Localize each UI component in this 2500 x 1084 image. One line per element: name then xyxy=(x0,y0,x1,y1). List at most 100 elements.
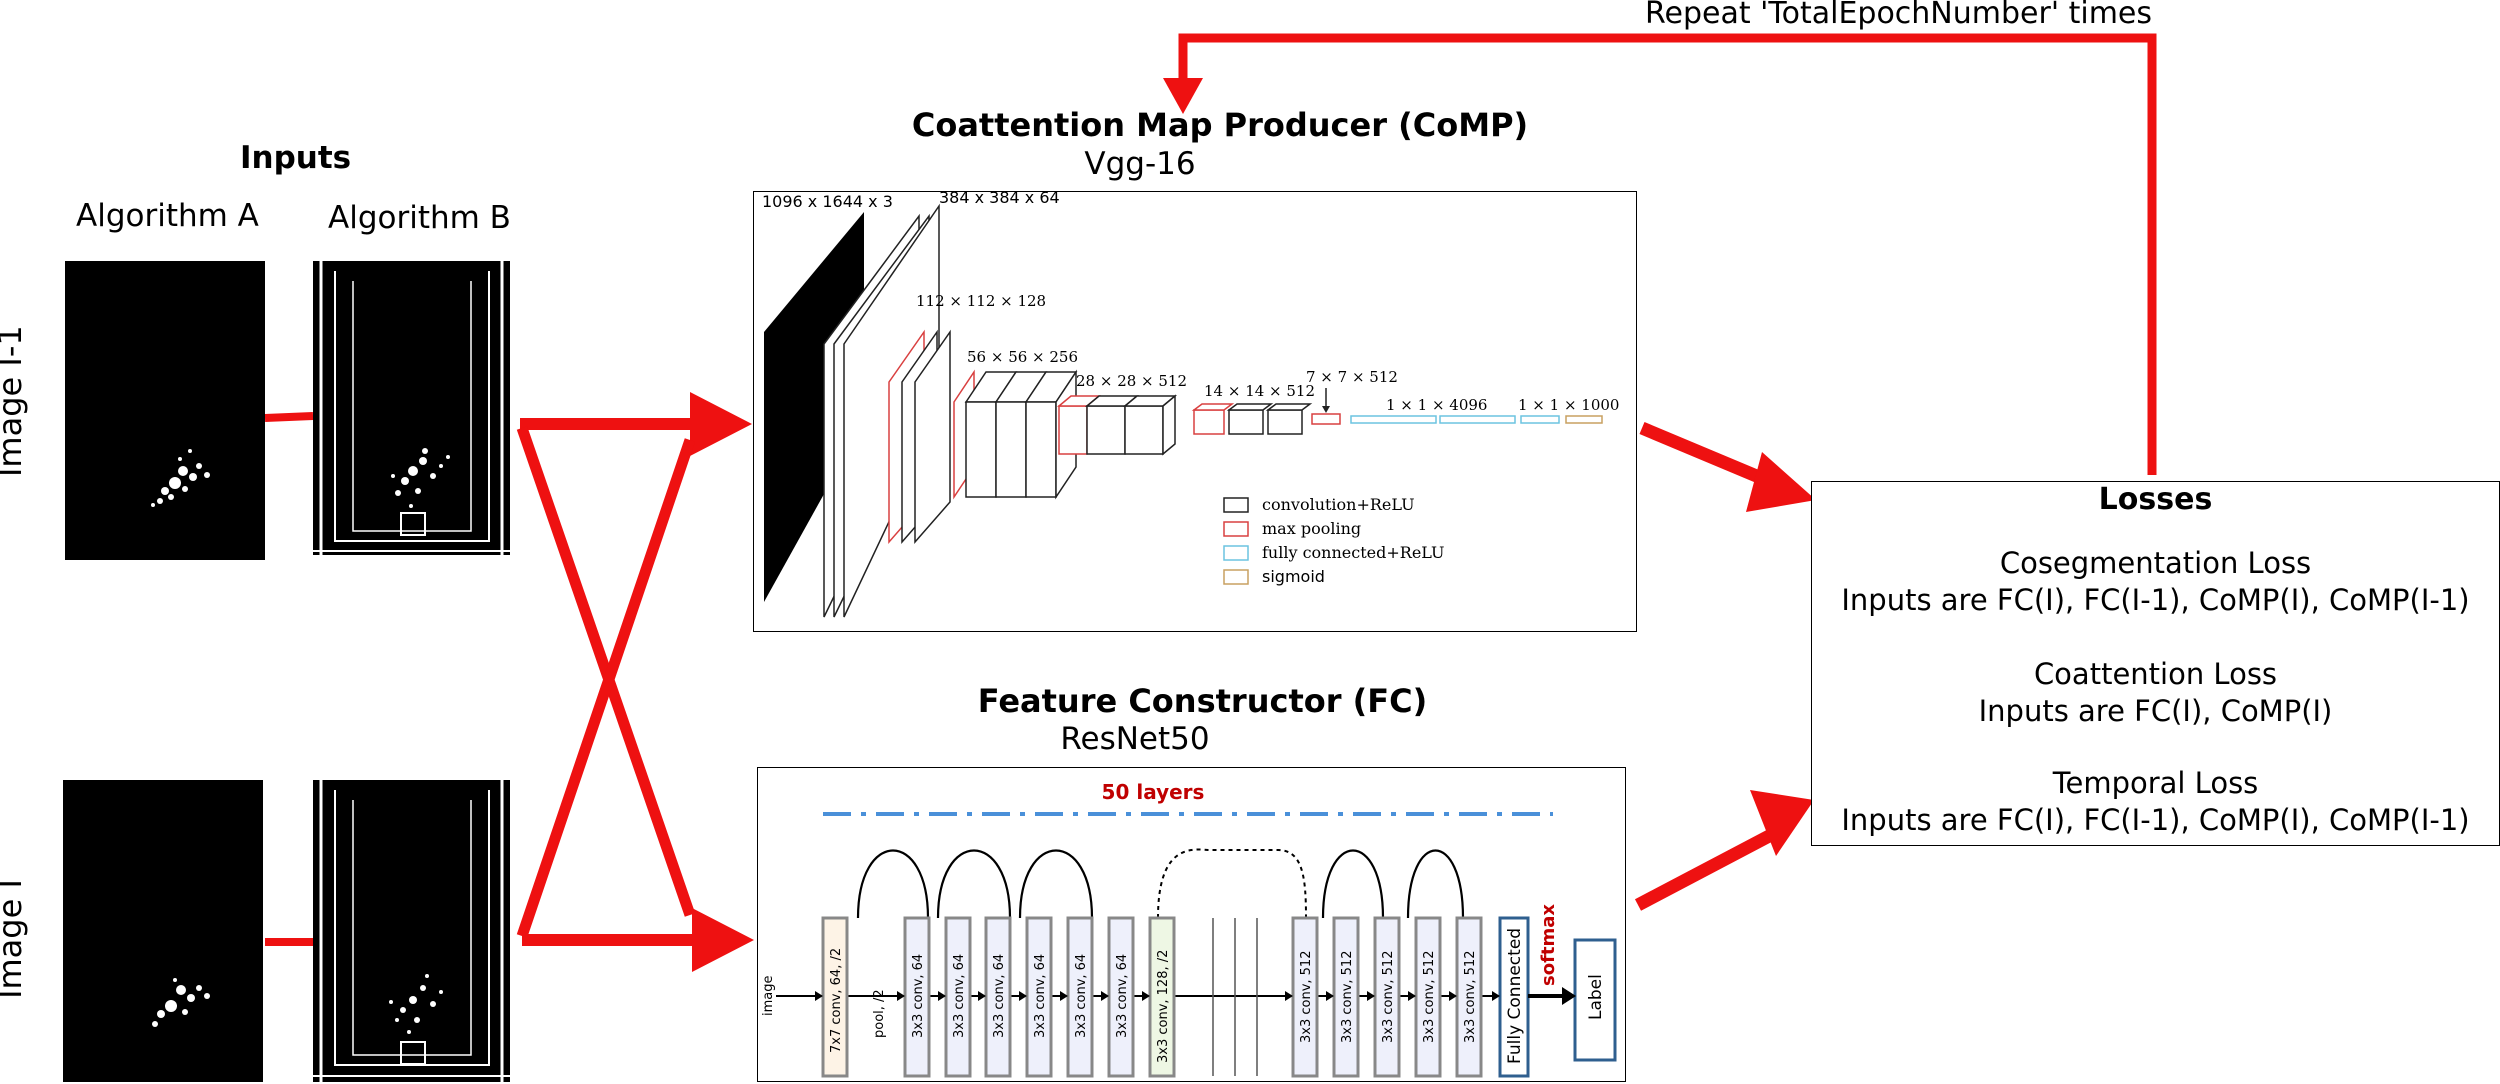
fc-layers-label: 50 layers xyxy=(1101,780,1205,804)
inputs-title: Inputs xyxy=(240,140,352,176)
comp-subtitle: Vgg-16 xyxy=(1084,146,1196,182)
dim-input: 1096 x 1644 x 3 xyxy=(762,192,893,211)
vgg-conv4-side xyxy=(1162,394,1176,456)
vgg-conv3-front-3 xyxy=(1025,401,1057,498)
flow-arrow-14 xyxy=(1492,991,1500,1001)
fc-conv512-label-3: 3x3 conv, 512 xyxy=(1381,951,1396,1043)
fc-conv64-label-4: 3x3 conv, 64 xyxy=(1033,954,1048,1038)
flow-arrow-8 xyxy=(1142,991,1150,1001)
legend-fc-swatch xyxy=(1223,545,1249,561)
fc-conv128-label: 3x3 conv, 128, /2 xyxy=(1156,950,1171,1063)
fc-title: Feature Constructor (FC) xyxy=(977,682,1428,720)
legend-conv-swatch xyxy=(1223,497,1249,513)
cosegmentation-loss-inputs: Inputs are FC(I), FC(I-1), CoMP(I), CoMP… xyxy=(1841,583,2470,617)
flow-arrow-7 xyxy=(1101,991,1109,1001)
fc-conv64-label-1: 3x3 conv, 64 xyxy=(911,954,926,1038)
fc-conv64-box-6 xyxy=(1107,916,1135,1078)
dim-conv5: 14 × 14 × 512 xyxy=(1204,382,1316,400)
dim-pool5: 7 × 7 × 512 xyxy=(1306,368,1398,386)
temporal-loss-inputs: Inputs are FC(I), FC(I-1), CoMP(I), CoMP… xyxy=(1841,803,2470,837)
fc-label-text: Label xyxy=(1586,974,1606,1020)
vgg-conv5-top-2 xyxy=(1265,403,1313,411)
arrow-fc-to-losses xyxy=(1634,819,1794,911)
row-label-image-i-1: Image I-1 xyxy=(0,325,29,477)
fc-first-conv-box xyxy=(821,916,849,1078)
fc-label-box xyxy=(1573,938,1617,1062)
repeat-epoch-label: Repeat 'TotalEpochNumber' times xyxy=(1645,0,2153,31)
fc-conv512-box-3 xyxy=(1373,916,1401,1078)
vgg-fc2-box xyxy=(1520,415,1560,424)
fc-subtitle: ResNet50 xyxy=(1060,721,1210,757)
fc-conv512-box-4 xyxy=(1414,916,1442,1078)
flow-arrow-5 xyxy=(1019,991,1027,1001)
flow-arrow-10 xyxy=(1326,991,1334,1001)
resnet50-architecture: image pool, /2 7x7 conv, 64, /2 3x3 conv… xyxy=(761,812,1617,1078)
arrow-fc-to-losses-head xyxy=(1750,790,1814,856)
plant-frame-b-top xyxy=(313,261,510,555)
skip-arc-1 xyxy=(856,849,930,919)
plant-frame-b-bottom xyxy=(313,780,510,1082)
resnet50-diagram-panel: 50 layers xyxy=(757,767,1626,1082)
arrow-top-to-comp-head xyxy=(690,392,752,456)
plant-mask-a-bottom xyxy=(152,978,210,1027)
flow-arrow-3 xyxy=(938,991,946,1001)
flow-arrow-image xyxy=(815,991,823,1001)
fc-pool-label: pool, /2 xyxy=(872,989,887,1038)
vgg-conv4-box-2 xyxy=(1124,405,1164,455)
fc-softmax-label: softmax xyxy=(1538,904,1559,986)
vgg-pool5-arrowhead xyxy=(1322,406,1330,413)
flow-arrow-11 xyxy=(1367,991,1375,1001)
flow-arrow-pool xyxy=(897,991,905,1001)
skip-arc-5 xyxy=(1321,849,1385,919)
legend-pool-label: max pooling xyxy=(1262,519,1362,538)
vgg-conv5-box-2 xyxy=(1267,409,1303,435)
vgg16-diagram-panel: 1096 x 1644 x 3 384 x 384 x 64 112 × 112… xyxy=(753,188,1637,632)
legend-sigmoid-label: sigmoid xyxy=(1262,567,1325,586)
vgg-conv2-slab-2 xyxy=(914,329,951,544)
algorithm-a-label: Algorithm A xyxy=(76,198,259,234)
losses-panel: Losses Cosegmentation Loss Inputs are FC… xyxy=(1811,481,2500,846)
flow-arrow-4 xyxy=(978,991,986,1001)
vgg-conv5-box-1 xyxy=(1228,409,1264,435)
fc-conv64-label-2: 3x3 conv, 64 xyxy=(952,954,967,1038)
coattention-loss-title: Coattention Loss xyxy=(2033,657,2278,691)
fc-conv64-label-5: 3x3 conv, 64 xyxy=(1074,954,1089,1038)
fc-conv64-box-2 xyxy=(944,916,972,1078)
vgg-conv4-box-1 xyxy=(1086,405,1126,455)
fc-image-label: image xyxy=(761,976,776,1017)
vgg-conv3-front-2 xyxy=(995,401,1027,498)
coattention-loss-inputs: Inputs are FC(I), CoMP(I) xyxy=(1978,694,2333,728)
fc-conv512-label-5: 3x3 conv, 512 xyxy=(1463,951,1478,1043)
arrow-bottom-to-fc-head xyxy=(692,908,754,972)
image-a-top xyxy=(65,261,265,560)
vgg-conv3-front-1 xyxy=(965,401,997,498)
dim-conv4: 28 × 28 × 512 xyxy=(1076,372,1188,390)
flow-arrow-9 xyxy=(1285,991,1293,1001)
comp-title: Coattention Map Producer (CoMP) xyxy=(911,106,1529,144)
dim-conv3: 56 × 56 × 256 xyxy=(967,348,1079,366)
fc-conv512-box-2 xyxy=(1332,916,1360,1078)
repeat-loop-arrowhead xyxy=(1163,78,1203,114)
fc-conv512-box-5 xyxy=(1455,916,1483,1078)
fc-conv512-label-1: 3x3 conv, 512 xyxy=(1299,951,1314,1043)
vgg16-architecture xyxy=(764,203,1603,618)
image-a-bottom xyxy=(63,780,263,1082)
fc-conv512-box-1 xyxy=(1291,916,1319,1078)
vgg-pool4-box xyxy=(1193,409,1225,435)
fc-conv512-label-2: 3x3 conv, 512 xyxy=(1340,951,1355,1043)
vgg-pool5-box xyxy=(1311,413,1341,425)
fc-conv64-box-3 xyxy=(984,916,1012,1078)
skip-arc-2 xyxy=(936,849,1012,919)
legend-pool-swatch xyxy=(1223,521,1249,537)
vgg-sigmoid-box xyxy=(1565,415,1603,424)
arrow-bottom-to-comp xyxy=(516,438,696,938)
vgg-pool4-top xyxy=(1191,403,1235,411)
flow-arrow-12 xyxy=(1408,991,1416,1001)
vgg-fc1-box-1 xyxy=(1350,415,1437,424)
cosegmentation-loss-title: Cosegmentation Loss xyxy=(1999,546,2312,580)
flow-arrow-6 xyxy=(1060,991,1068,1001)
fc-conv128-box xyxy=(1148,916,1176,1078)
fc-conv64-label-3: 3x3 conv, 64 xyxy=(992,954,1007,1038)
dim-fc1: 1 × 1 × 4096 xyxy=(1386,396,1488,414)
